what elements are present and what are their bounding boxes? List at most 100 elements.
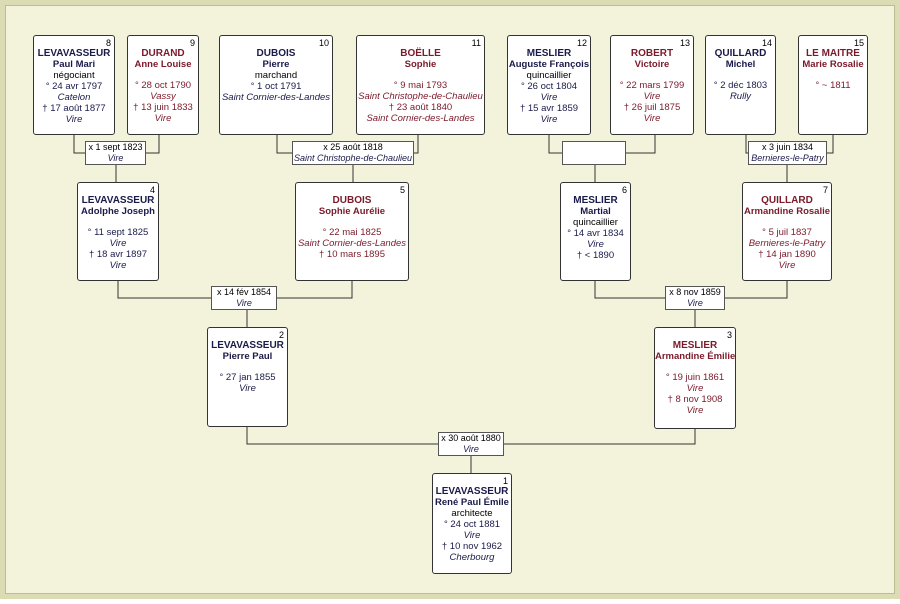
marriage-box-4-5: x 14 fév 1854 Vire (211, 286, 277, 310)
birth-place: Vire (643, 91, 661, 102)
occupation: marchand (254, 70, 298, 81)
death-place: Vire (154, 113, 172, 124)
surname: MESLIER (526, 48, 572, 59)
death-place: Vire (109, 260, 127, 271)
given-names: Armandine Rosalie (743, 206, 831, 217)
death-place: Vire (643, 113, 661, 124)
surname: DUBOIS (332, 195, 372, 206)
sosa-number: 3 (726, 330, 732, 340)
birth-place: Rully (729, 91, 752, 102)
death-date: † 18 avr 1897 (88, 249, 148, 260)
death-date: † 13 juin 1833 (133, 102, 193, 113)
marriage-date: x 25 août 1818 (323, 142, 383, 152)
marriage-box-10-11: x 25 août 1818 Saint Christophe-de-Chaul… (292, 141, 414, 165)
birth-date: ° 27 jan 1855 (219, 372, 276, 383)
marriage-place: Vire (236, 298, 252, 308)
person-card-14[interactable]: 14 QUILLARD Michel ° 2 déc 1803 Rully (705, 35, 776, 135)
person-card-4[interactable]: 4 LEVAVASSEUR Adolphe Joseph ° 11 sept 1… (77, 182, 159, 281)
given-names: Sophie (404, 59, 437, 70)
sosa-number: 11 (471, 38, 481, 48)
person-card-11[interactable]: 11 BOËLLE Sophie ° 9 mai 1793 Saint Chri… (356, 35, 485, 135)
birth-place: Saint Cornier-des-Landes (221, 92, 331, 103)
birth-place: Vire (239, 383, 256, 394)
marriage-place: Vire (687, 298, 703, 308)
birth-date: ° 22 mai 1825 (322, 227, 382, 238)
given-names: Martial (580, 206, 611, 217)
marriage-date: x 8 nov 1859 (669, 287, 721, 297)
marriage-date: x 30 août 1880 (441, 433, 501, 443)
surname: BOËLLE (400, 48, 441, 59)
given-names: Adolphe Joseph (81, 206, 155, 217)
death-date: † 8 nov 1908 (667, 394, 723, 405)
sosa-number: 5 (399, 185, 405, 195)
given-names: Marie Rosalie (802, 59, 864, 70)
surname: LEVAVASSEUR (81, 195, 155, 206)
given-names: Paul Mari (52, 59, 96, 70)
marriage-box-6-7: x 8 nov 1859 Vire (665, 286, 725, 310)
sosa-number: 8 (105, 38, 111, 48)
birth-place: Vire (686, 383, 704, 394)
birth-place: Vire (463, 530, 481, 541)
given-names: Pierre Paul (222, 351, 273, 362)
surname: DURAND (141, 48, 185, 59)
birth-place: Saint Cornier-des-Landes (297, 238, 407, 249)
surname: LEVAVASSEUR (37, 48, 111, 59)
person-card-9[interactable]: 9 DURAND Anne Louise ° 28 oct 1790 Vassy… (127, 35, 199, 135)
birth-place: Saint Christophe-de-Chaulieu (358, 91, 483, 102)
person-card-7[interactable]: 7 QUILLARD Armandine Rosalie ° 5 juil 18… (742, 182, 832, 281)
occupation: quincaillier (573, 217, 618, 228)
birth-date: ° 24 avr 1797 (45, 81, 103, 92)
sosa-number: 4 (149, 185, 155, 195)
birth-place: Catelon (57, 92, 91, 103)
surname: LE MAITRE (806, 48, 860, 59)
person-card-12[interactable]: 12 MESLIER Auguste François quincaillier… (507, 35, 591, 135)
birth-place: Vire (109, 238, 127, 249)
birth-date: ° 2 déc 1803 (713, 80, 768, 91)
surname: ROBERT (630, 48, 674, 59)
surname: LEVAVASSEUR (211, 340, 284, 351)
marriage-place: Bernieres-le-Patry (751, 153, 824, 163)
person-card-1[interactable]: 1 LEVAVASSEUR René Paul Émile architecte… (432, 473, 512, 574)
person-card-3[interactable]: 3 MESLIER Armandine Émilie ° 19 juin 186… (654, 327, 736, 429)
given-names: Auguste François (508, 59, 590, 70)
person-card-5[interactable]: 5 DUBOIS Sophie Aurélie ° 22 mai 1825 Sa… (295, 182, 409, 281)
birth-date: ° 11 sept 1825 (87, 227, 149, 238)
death-date: † 17 août 1877 (42, 103, 106, 114)
given-names: Anne Louise (134, 59, 192, 70)
death-place: Vire (540, 114, 558, 125)
person-card-6[interactable]: 6 MESLIER Martial quincaillier ° 14 avr … (560, 182, 631, 281)
surname: DUBOIS (256, 48, 296, 59)
birth-date: ° 22 mars 1799 (619, 80, 685, 91)
surname: QUILLARD (761, 195, 813, 206)
sosa-number: 10 (318, 38, 329, 48)
person-card-13[interactable]: 13 ROBERT Victoire ° 22 mars 1799 Vire †… (610, 35, 694, 135)
birth-date: ° 28 oct 1790 (134, 80, 192, 91)
occupation: quincaillier (526, 70, 572, 81)
sosa-number: 15 (853, 38, 864, 48)
surname: LEVAVASSEUR (435, 486, 509, 497)
death-date: † 23 août 1840 (388, 102, 453, 113)
death-date: † 10 nov 1962 (441, 541, 503, 552)
birth-date: ° 14 avr 1834 (567, 228, 624, 239)
given-names: Victoire (634, 59, 670, 70)
marriage-box-2-3: x 30 août 1880 Vire (438, 432, 504, 456)
person-card-8[interactable]: 8 LEVAVASSEUR Paul Mari négociant ° 24 a… (33, 35, 115, 135)
birth-date: ° 1 oct 1791 (250, 81, 302, 92)
birth-place: Vassy (150, 91, 176, 102)
person-card-15[interactable]: 15 LE MAITRE Marie Rosalie ° ~ 1811 (798, 35, 868, 135)
person-card-2[interactable]: 2 LEVAVASSEUR Pierre Paul ° 27 jan 1855 … (207, 327, 288, 427)
marriage-box-12-13 (562, 141, 626, 165)
sosa-number: 9 (189, 38, 195, 48)
marriage-box-14-15: x 3 juin 1834 Bernieres-le-Patry (748, 141, 827, 165)
sosa-number: 7 (822, 185, 828, 195)
birth-place: Vire (540, 92, 558, 103)
sosa-number: 6 (621, 185, 627, 195)
death-date: † < 1890 (576, 250, 615, 261)
death-place: Saint Cornier-des-Landes (366, 113, 475, 124)
death-date: † 15 avr 1859 (519, 103, 579, 114)
birth-date: ° 26 oct 1804 (520, 81, 578, 92)
sosa-number: 1 (502, 476, 508, 486)
person-card-10[interactable]: 10 DUBOIS Pierre marchand ° 1 oct 1791 S… (219, 35, 333, 135)
occupation: négociant (53, 70, 95, 81)
